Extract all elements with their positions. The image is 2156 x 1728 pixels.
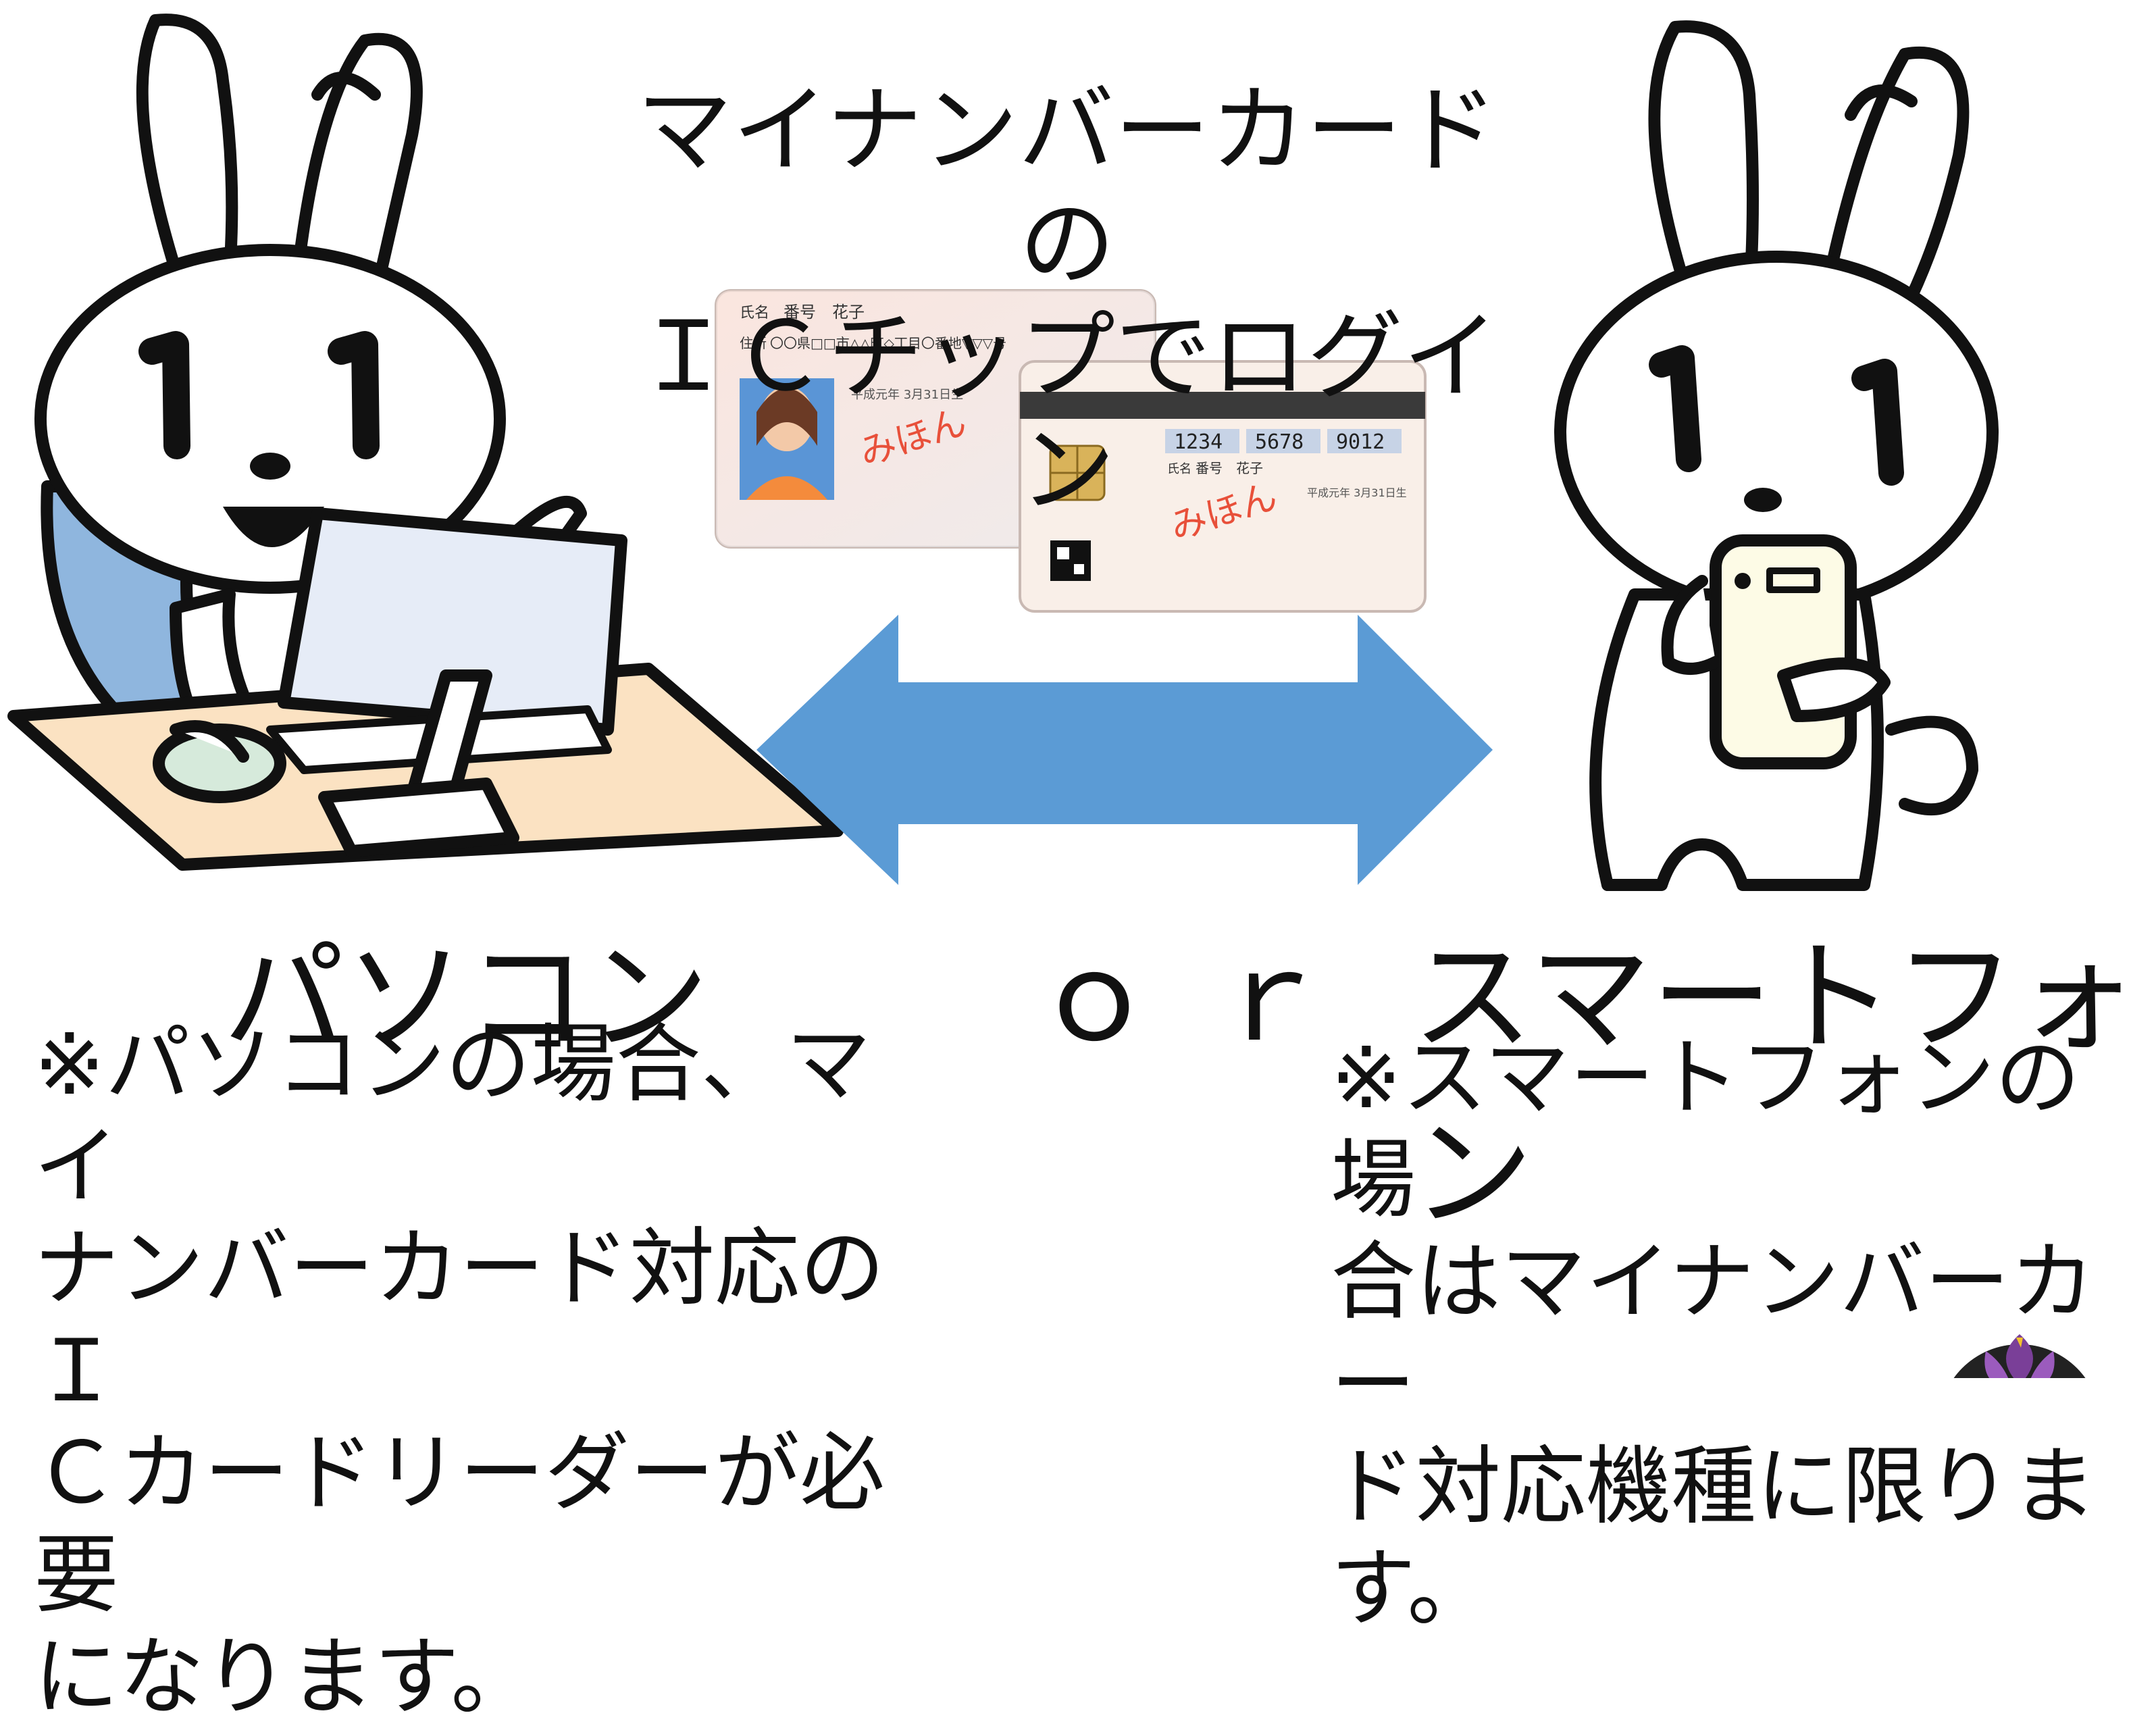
card-back-name: 番号 花子 <box>1196 460 1263 476</box>
headline-text: マイナンバーカードの ＩＣチップでログイン <box>636 75 1499 526</box>
double-arrow-icon <box>756 615 1493 885</box>
card-back-name-label: 氏名 <box>1167 462 1191 476</box>
card-front-name-label: 氏名 <box>740 305 769 322</box>
card-back-number-2: 5678 <box>1255 430 1304 454</box>
card-back-dob: 平成元年 3月31日生 <box>1307 486 1407 499</box>
card-front-address: 〇〇県□□市△△町◇丁目〇番地▽▽▽号 <box>770 335 1006 351</box>
illustration: 氏名 番号 花子 住所 〇〇県□□市△△町◇丁目〇番地▽▽▽号 平成元年 3月3… <box>7 14 2086 1378</box>
rabbit-pc-icon <box>7 14 844 871</box>
pc-label: パソコン <box>223 927 710 1069</box>
card-front-address-label: 住所 <box>740 335 767 351</box>
rabbit-phone-icon <box>1554 20 1999 891</box>
or-label: ｏｒ <box>1033 927 1385 1069</box>
pc-note: ※パソコンの場合、マイ ナンバーカード対応のＩ Ｃカードリーダーが必要 になりま… <box>34 1015 885 1727</box>
smartphone-label: スマートフォン <box>1412 927 2138 1245</box>
my-number-card-back-icon: 1234 5678 9012 氏名 番号 花子 平成元年 3月31日生 みほん <box>1019 360 1427 613</box>
card-front-name: 番号 花子 <box>784 303 865 322</box>
emblem-logo-icon <box>1953 1334 2086 1378</box>
card-front-dob: 平成元年 3月31日生 <box>851 388 963 402</box>
card-back-number-3: 9012 <box>1336 430 1385 454</box>
smartphone-note: ※スマートフォンの場 合はマイナンバーカー ド対応機種に限ります。 <box>1331 1028 2097 1638</box>
card-back-number-1: 1234 <box>1174 430 1223 454</box>
